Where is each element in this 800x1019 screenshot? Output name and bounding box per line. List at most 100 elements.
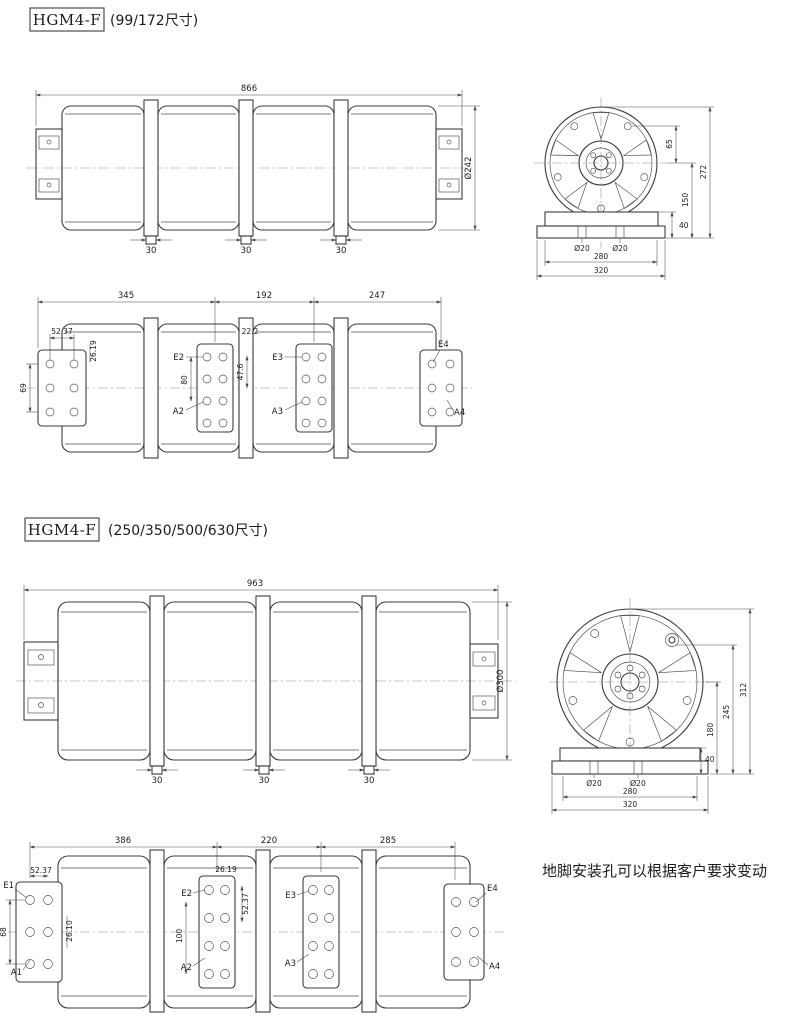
dim-22-2: 22.2 — [242, 327, 259, 336]
dim-30c: 30 — [336, 246, 347, 256]
dim-963: 963 — [247, 579, 263, 589]
port-label-E2: E2 — [173, 353, 184, 363]
model-box — [29, 7, 105, 32]
shaft-bracket-right — [435, 128, 463, 200]
dim-26-10: 26.10 — [65, 920, 74, 942]
port-block-dims: 26.19 52.37 100 — [175, 865, 250, 975]
dim-285: 285 — [380, 836, 396, 846]
port-label-A2: A2 — [181, 963, 192, 973]
side-view-99: 866 Ø242 30 30 30 — [26, 84, 480, 256]
shaft-bracket-left — [23, 641, 59, 721]
flange-hole-dims: 69 52.37 26.19 — [19, 327, 98, 413]
mounting-tabs — [151, 765, 375, 775]
section1-header: HGM4-F (99/172尺寸) — [29, 7, 198, 32]
dim-overall-length: 963 — [23, 579, 499, 640]
port-label-A3: A3 — [285, 959, 296, 969]
dim-dia300: Ø300 — [495, 670, 506, 693]
dim-320: 320 — [594, 266, 609, 275]
port-label-A2: A2 — [173, 407, 184, 417]
dim-grooves: 30 30 30 — [130, 236, 362, 256]
motor-body — [57, 849, 471, 1013]
end-view-99: Ø20 Ø20 280 320 272 150 65 40 — [534, 98, 714, 280]
hole-label-1: Ø20 — [574, 244, 590, 253]
port-label-E2: E2 — [181, 889, 192, 899]
dim-68: 68 — [0, 927, 8, 937]
dim-port-spacing: 386 220 285 — [29, 836, 456, 880]
port-view-99: 345 192 247 69 52.37 26.19 22.2 47.6 80 … — [19, 291, 472, 459]
dim-345: 345 — [118, 291, 134, 301]
dim-272: 272 — [699, 165, 708, 180]
dim-40: 40 — [679, 221, 689, 230]
hole-label-1: Ø20 — [586, 779, 602, 788]
side-view-250: 963 Ø300 30 30 30 — [16, 579, 516, 786]
port-block-a — [196, 343, 234, 433]
dim-245: 245 — [722, 705, 731, 720]
dim-150: 150 — [681, 193, 690, 208]
port-label-E4: E4 — [438, 340, 449, 350]
dim-30a: 30 — [146, 246, 157, 256]
dim-220: 220 — [261, 836, 277, 846]
mounting-hole-note: 地脚安装孔可以根据客户要求变动 — [542, 862, 767, 880]
flange-hole-dims: E1 52.37 68 26.10 A1 — [0, 866, 74, 978]
height-dims: 312 245 180 40 — [633, 608, 754, 775]
port-label-E3: E3 — [285, 891, 296, 901]
port-block-a — [198, 875, 236, 989]
section2-header: HGM4-F (250/350/500/630尺寸) — [24, 517, 268, 542]
right-flange — [443, 883, 485, 981]
dim-26-19: 26.19 — [215, 865, 237, 874]
hole-label-2: Ø20 — [630, 779, 646, 788]
port-labels: E2 A2 E3 A3 E4 A4 — [173, 340, 465, 418]
dim-100: 100 — [175, 929, 184, 944]
dim-30b: 30 — [259, 776, 270, 786]
dim-port-spacing: 345 192 247 — [37, 291, 442, 348]
dim-30c: 30 — [364, 776, 375, 786]
port-label-E3: E3 — [272, 353, 283, 363]
rib-wedges — [563, 615, 697, 742]
dim-30b: 30 — [241, 246, 252, 256]
dim-30a: 30 — [152, 776, 163, 786]
dim-386: 386 — [115, 836, 131, 846]
hole-label-2: Ø20 — [612, 244, 628, 253]
dim-47-6: 47.6 — [236, 363, 245, 380]
dim-26-19: 26.19 — [89, 340, 98, 362]
model-label-1: HGM4-F — [33, 11, 101, 29]
port-block-dims: 22.2 47.6 80 — [180, 327, 259, 402]
size-label-1: (99/172尺寸) — [110, 13, 198, 29]
dim-80: 80 — [180, 375, 189, 385]
rib-wedges — [550, 112, 652, 209]
mounting-base — [536, 211, 666, 239]
mounting-tabs — [145, 235, 347, 245]
port-label-E1: E1 — [3, 881, 14, 891]
left-flange — [15, 881, 63, 983]
port-block-b — [302, 875, 340, 989]
port-labels: E2 A2 E3 A3 E4 A4 — [181, 884, 500, 973]
end-view-250: Ø20 Ø20 280 320 312 245 180 40 — [550, 598, 754, 814]
dim-866: 866 — [241, 84, 257, 94]
base-hole-labels: Ø20 Ø20 — [586, 774, 646, 788]
shaft-bracket-left — [35, 128, 63, 200]
dim-312: 312 — [739, 683, 748, 698]
dim-180: 180 — [706, 723, 715, 738]
shaft-bracket-right — [469, 643, 499, 719]
cover-bolts — [553, 122, 649, 213]
dim-52-37-mid: 52.37 — [241, 893, 250, 915]
port-view-250: 386 220 285 E1 52.37 68 26.10 A1 26.19 5… — [0, 836, 505, 1013]
port-label-E4: E4 — [487, 884, 498, 894]
port-label-A1: A1 — [11, 968, 22, 978]
base-hole-labels: Ø20 Ø20 — [574, 238, 628, 253]
port-label-A3: A3 — [272, 407, 283, 417]
hub — [578, 140, 624, 186]
dim-69: 69 — [19, 383, 28, 393]
cover-bolts — [568, 629, 692, 747]
dim-overall-length: 866 — [35, 84, 463, 126]
port-label-A4: A4 — [489, 962, 500, 972]
dim-192: 192 — [256, 291, 272, 301]
dim-diameter: Ø242 — [438, 105, 480, 231]
port-block-b — [295, 343, 333, 433]
dim-dia242: Ø242 — [463, 157, 474, 180]
base-dims: 280 320 — [551, 776, 709, 814]
port-label-A4: A4 — [454, 408, 465, 418]
dim-320: 320 — [623, 800, 638, 809]
